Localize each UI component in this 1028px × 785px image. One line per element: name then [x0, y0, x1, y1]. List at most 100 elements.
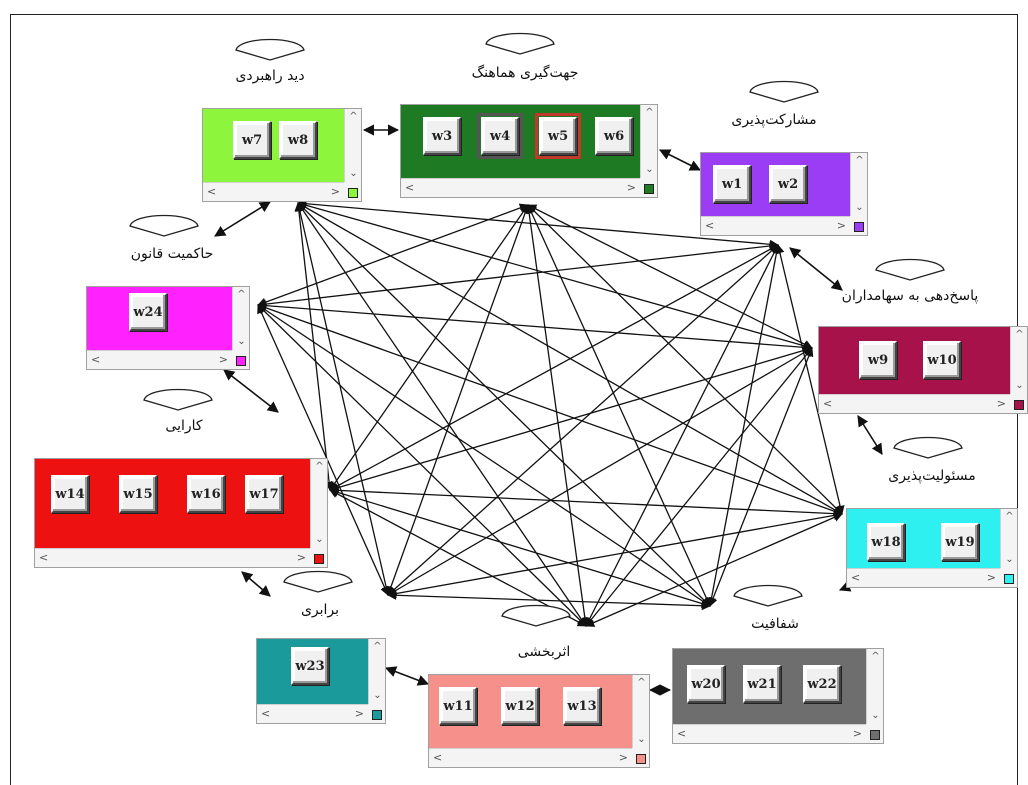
- horizontal-scrollbar[interactable]: <>: [401, 178, 640, 197]
- scroll-right-icon[interactable]: >: [852, 727, 862, 740]
- node-w13[interactable]: w13: [563, 687, 601, 725]
- scroll-down-icon[interactable]: ⌄: [349, 168, 358, 179]
- scroll-left-icon[interactable]: <: [851, 571, 861, 584]
- node-w16[interactable]: w16: [187, 475, 225, 513]
- scroll-down-icon[interactable]: ⌄: [637, 734, 646, 745]
- scroll-right-icon[interactable]: >: [986, 571, 996, 584]
- scroll-right-icon[interactable]: >: [354, 707, 364, 720]
- vertical-scrollbar[interactable]: ^⌄: [1000, 509, 1017, 568]
- scroll-right-icon[interactable]: >: [618, 751, 628, 764]
- scroll-right-icon[interactable]: >: [836, 219, 846, 232]
- node-w8[interactable]: w8: [279, 121, 317, 159]
- node-w6[interactable]: w6: [595, 117, 633, 155]
- scroll-down-icon[interactable]: ⌄: [315, 534, 324, 545]
- node-w20[interactable]: w20: [687, 665, 725, 703]
- horizontal-scrollbar[interactable]: <>: [257, 704, 368, 723]
- node-w15[interactable]: w15: [119, 475, 157, 513]
- scroll-up-icon[interactable]: ^: [373, 641, 382, 652]
- vertical-scrollbar[interactable]: ^⌄: [640, 105, 657, 178]
- vertical-scrollbar[interactable]: ^⌄: [1010, 327, 1027, 394]
- scroll-left-icon[interactable]: <: [207, 185, 217, 198]
- vertical-scrollbar[interactable]: ^⌄: [310, 459, 327, 548]
- node-w22[interactable]: w22: [803, 665, 841, 703]
- scroll-down-icon[interactable]: ⌄: [373, 690, 382, 701]
- cluster-window[interactable]: w24^⌄<>: [86, 286, 250, 370]
- edge-equity-transparency: [387, 590, 711, 611]
- scroll-left-icon[interactable]: <: [261, 707, 271, 720]
- scroll-right-icon[interactable]: >: [296, 551, 306, 564]
- cluster-color-swatch: [368, 704, 385, 723]
- scroll-up-icon[interactable]: ^: [871, 651, 880, 662]
- node-w19[interactable]: w19: [941, 523, 979, 561]
- scroll-up-icon[interactable]: ^: [637, 677, 646, 688]
- scroll-left-icon[interactable]: <: [823, 397, 833, 410]
- node-w4[interactable]: w4: [477, 113, 523, 159]
- neighbor-edge-4: [223, 369, 279, 413]
- scroll-down-icon[interactable]: ⌄: [1005, 554, 1014, 565]
- node-w2[interactable]: w2: [769, 165, 807, 203]
- node-w24[interactable]: w24: [129, 293, 167, 331]
- node-w11[interactable]: w11: [439, 687, 477, 725]
- scroll-up-icon[interactable]: ^: [237, 289, 246, 300]
- vertical-scrollbar[interactable]: ^⌄: [344, 109, 361, 182]
- node-w7[interactable]: w7: [233, 121, 271, 159]
- horizontal-scrollbar[interactable]: <>: [819, 394, 1010, 413]
- vertical-scrollbar[interactable]: ^⌄: [232, 287, 249, 350]
- scroll-right-icon[interactable]: >: [996, 397, 1006, 410]
- scroll-right-icon[interactable]: >: [626, 181, 636, 194]
- scroll-up-icon[interactable]: ^: [855, 155, 864, 166]
- horizontal-scrollbar[interactable]: <>: [701, 216, 850, 235]
- horizontal-scrollbar[interactable]: <>: [87, 350, 232, 369]
- node-w10[interactable]: w10: [923, 341, 961, 379]
- scroll-up-icon[interactable]: ^: [645, 107, 654, 118]
- node-w5[interactable]: w5: [535, 113, 581, 159]
- scroll-up-icon[interactable]: ^: [1015, 329, 1024, 340]
- vertical-scrollbar[interactable]: ^⌄: [632, 675, 649, 748]
- scroll-right-icon[interactable]: >: [330, 185, 340, 198]
- horizontal-scrollbar[interactable]: <>: [847, 568, 1000, 587]
- scroll-up-icon[interactable]: ^: [315, 461, 324, 472]
- scroll-left-icon[interactable]: <: [677, 727, 687, 740]
- scroll-down-icon[interactable]: ⌄: [871, 710, 880, 721]
- node-w17[interactable]: w17: [245, 475, 283, 513]
- scroll-down-icon[interactable]: ⌄: [237, 336, 246, 347]
- scroll-left-icon[interactable]: <: [705, 219, 715, 232]
- node-w3[interactable]: w3: [423, 117, 461, 155]
- scroll-up-icon[interactable]: ^: [1005, 511, 1014, 522]
- scroll-left-icon[interactable]: <: [433, 751, 443, 764]
- node-w21[interactable]: w21: [743, 665, 781, 703]
- node-pane: w9 w10: [819, 327, 1010, 394]
- scroll-left-icon[interactable]: <: [91, 353, 101, 366]
- edge-responsiveness-effectiveness: [585, 347, 813, 627]
- scroll-down-icon[interactable]: ⌄: [855, 202, 864, 213]
- scroll-left-icon[interactable]: <: [405, 181, 415, 194]
- scroll-down-icon[interactable]: ⌄: [1015, 380, 1024, 391]
- cluster-window[interactable]: w23^⌄<>: [256, 638, 386, 724]
- horizontal-scrollbar[interactable]: <>: [203, 182, 344, 201]
- horizontal-scrollbar[interactable]: <>: [429, 748, 632, 767]
- scroll-left-icon[interactable]: <: [39, 551, 49, 564]
- node-w1[interactable]: w1: [713, 165, 751, 203]
- node-w18[interactable]: w18: [867, 523, 905, 561]
- vertical-scrollbar[interactable]: ^⌄: [850, 153, 867, 216]
- node-w14[interactable]: w14: [51, 475, 89, 513]
- vertical-scrollbar[interactable]: ^⌄: [866, 649, 883, 724]
- node-w23[interactable]: w23: [291, 647, 329, 685]
- node-w9[interactable]: w9: [859, 341, 897, 379]
- scroll-right-icon[interactable]: >: [218, 353, 228, 366]
- horizontal-scrollbar[interactable]: <>: [35, 548, 310, 567]
- scroll-up-icon[interactable]: ^: [349, 111, 358, 122]
- horizontal-scrollbar[interactable]: <>: [673, 724, 866, 743]
- node-w12[interactable]: w12: [501, 687, 539, 725]
- vertical-scrollbar[interactable]: ^⌄: [368, 639, 385, 704]
- scroll-down-icon[interactable]: ⌄: [645, 164, 654, 175]
- cluster-label: برابری: [300, 602, 340, 618]
